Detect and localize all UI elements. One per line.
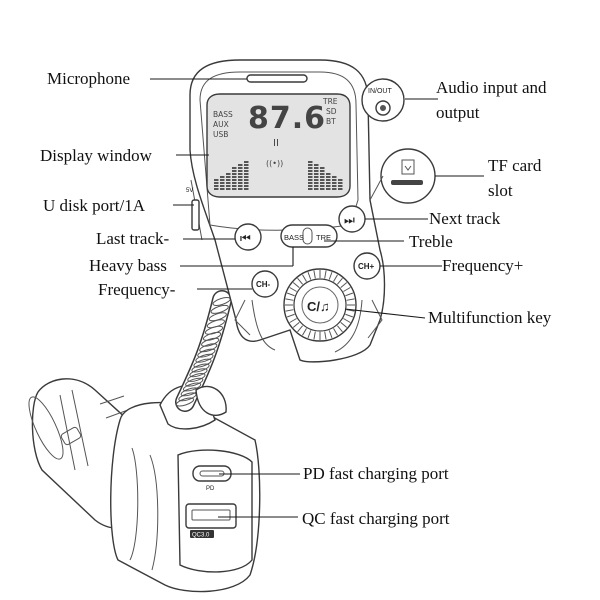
ch-minus-label: CH- [256, 280, 271, 289]
lcd-play-status: II [273, 138, 279, 149]
label-frequency-minus: Frequency- [98, 280, 176, 299]
label-display-window: Display window [40, 146, 153, 165]
label-frequency-plus: Frequency+ [442, 256, 523, 275]
label-tf-card-line1: TF card [488, 156, 542, 175]
next-track-button[interactable]: ⏭ [338, 205, 366, 233]
bass-treble-rocker[interactable]: BASS TRE [280, 224, 338, 248]
audio-jack: IN/OUT [361, 78, 405, 122]
lcd-bt-symbol: ((•)) [266, 159, 283, 168]
label-multifunction-key: Multifunction key [428, 308, 552, 327]
label-tf-card-line2: slot [488, 181, 513, 200]
last-track-button[interactable]: ⏮ [234, 223, 262, 251]
qc-port-label: QC3.0 [192, 533, 210, 539]
leader-lines [150, 78, 484, 518]
callout-labels: Microphone Audio input and output Displa… [40, 69, 552, 528]
lcd-mode-aux: AUX [213, 120, 229, 129]
lcd-mode-tre: TRE [322, 97, 338, 106]
label-u-disk-port: U disk port/1A [43, 196, 146, 215]
label-qc-port: QC fast charging port [302, 509, 450, 528]
bass-button-label: BASS [284, 233, 304, 242]
lcd-equalizer-right [308, 161, 343, 190]
multifunction-knob[interactable]: C/♫ [283, 268, 357, 342]
lcd-mode-bass: BASS [213, 110, 233, 119]
label-last-track: Last track- [96, 229, 169, 248]
lcd-mode-usb: USB [213, 130, 228, 139]
knob-icon: C/♫ [307, 299, 330, 314]
jack-label: IN/OUT [368, 88, 392, 95]
next-track-icon: ⏭ [344, 213, 355, 227]
label-microphone: Microphone [47, 69, 130, 88]
label-treble: Treble [409, 232, 453, 251]
pd-port: PD [192, 465, 232, 492]
label-audio-io-line2: output [436, 103, 480, 122]
frequency-plus-button[interactable]: CH+ [353, 252, 381, 280]
pd-port-label: PD [206, 486, 215, 492]
frequency-minus-button[interactable]: CH- [251, 270, 279, 298]
lcd-frequency: 87.6 [248, 101, 326, 136]
display-window: BASS AUX USB TRE SD BT 87.6 II ((•)) [206, 93, 351, 198]
last-track-icon: ⏮ [240, 231, 251, 245]
lcd-mode-bt: BT [326, 117, 336, 126]
usb-side-label: 5V [186, 188, 193, 194]
label-pd-port: PD fast charging port [303, 464, 449, 483]
label-next-track: Next track [429, 209, 501, 228]
lcd-equalizer-left [214, 161, 249, 190]
label-heavy-bass: Heavy bass [89, 256, 167, 275]
treble-button-label: TRE [316, 233, 331, 242]
lcd-mode-sd: SD [326, 107, 337, 116]
qc-port: QC3.0 [185, 503, 237, 539]
microphone-slot [246, 74, 308, 83]
ch-plus-label: CH+ [358, 262, 375, 271]
gooseneck [159, 290, 232, 430]
label-audio-io-line1: Audio input and [436, 78, 547, 97]
tf-card-slot [369, 148, 436, 204]
